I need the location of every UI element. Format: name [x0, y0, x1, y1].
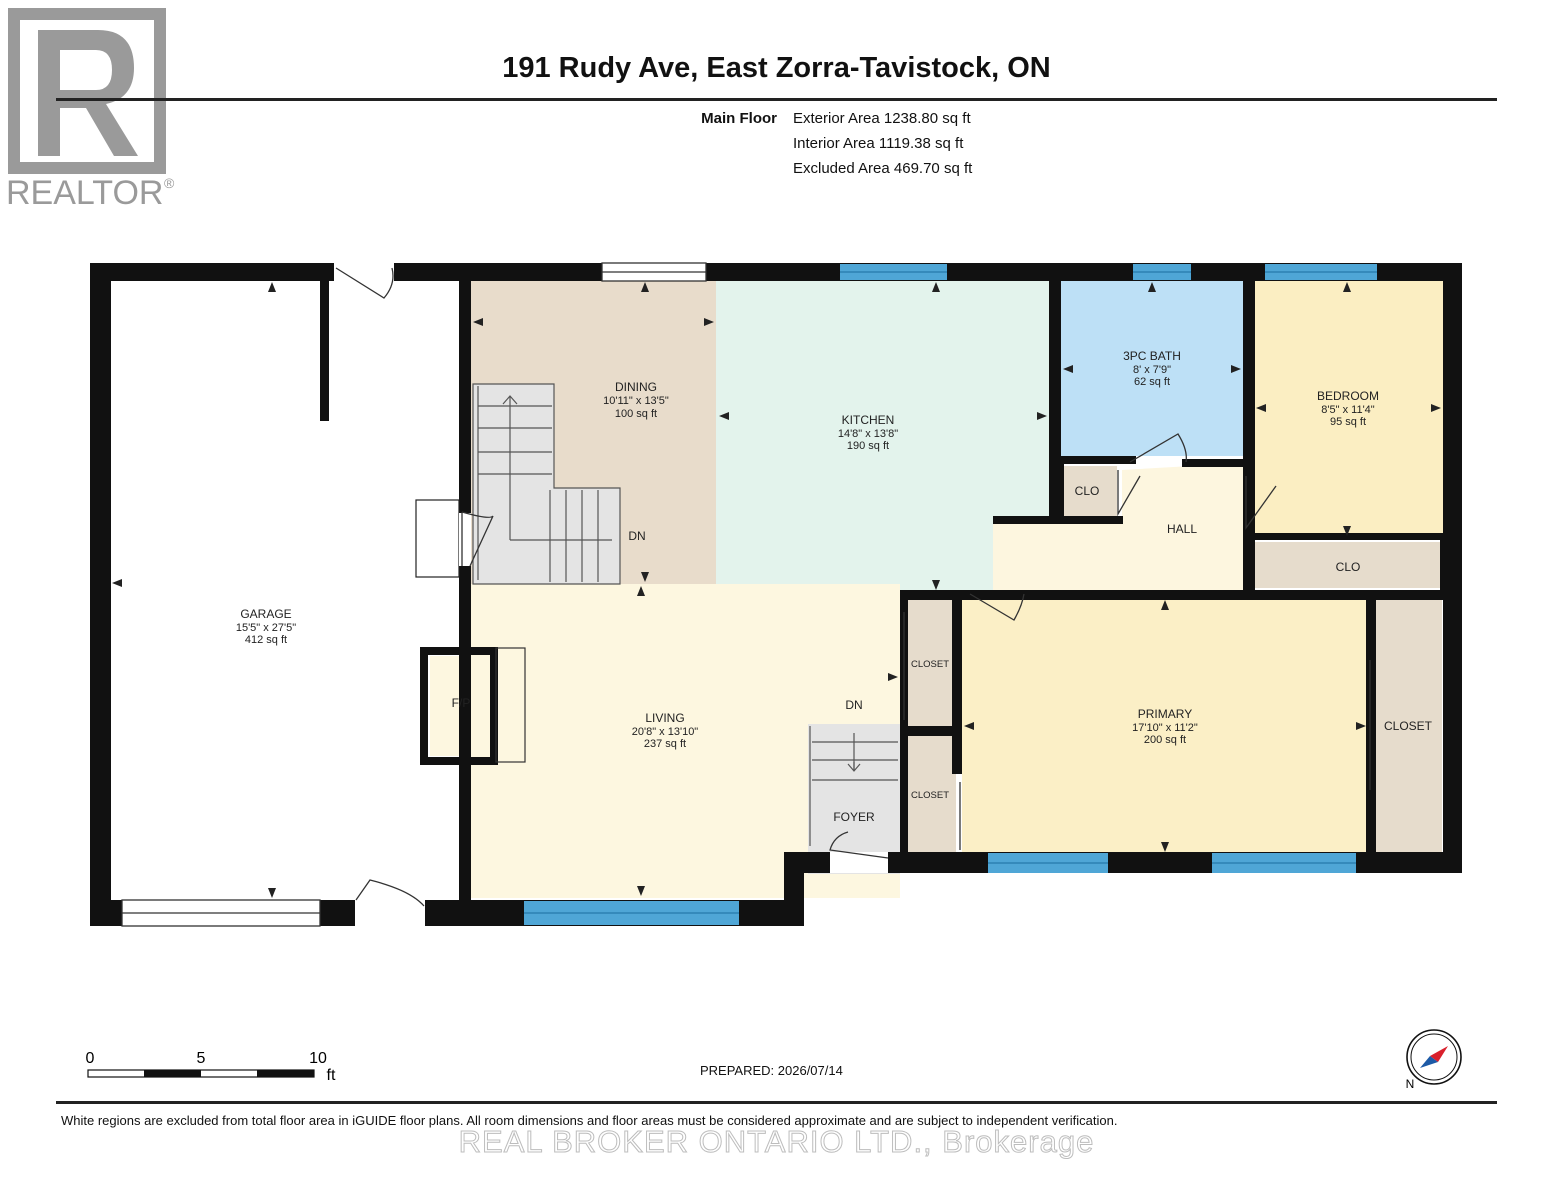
footer-divider [56, 1101, 1497, 1104]
clo-bedroom-label: CLO [1336, 560, 1361, 574]
bath-room [1061, 280, 1243, 456]
closet-primary [1374, 598, 1442, 854]
kitchen-area: 190 sq ft [847, 440, 889, 452]
scale-tick-0: 0 [86, 1050, 95, 1067]
excluded-area: Excluded Area 469.70 sq ft [793, 160, 973, 177]
stairs-down [809, 726, 898, 846]
page-title: 191 Rudy Ave, East Zorra-Tavistock, ON [502, 52, 1051, 84]
registered-mark: ® [164, 175, 175, 191]
dining-name: DINING [615, 380, 657, 394]
compass-icon: N [1406, 1029, 1462, 1091]
foyer-label: FOYER [833, 810, 875, 824]
compass-north-letter: N [1406, 1077, 1415, 1091]
primary-name: PRIMARY [1138, 707, 1192, 721]
kitchen-dims: 14'8" x 13'8" [838, 428, 898, 440]
header-divider [56, 98, 1497, 101]
garage-step [415, 499, 460, 578]
closet-lower [904, 736, 956, 854]
clo-hall [1061, 466, 1117, 516]
living-area: 237 sq ft [644, 738, 686, 750]
primary-room [962, 600, 1368, 854]
garage-area: 412 sq ft [245, 634, 287, 646]
dimension-markers [112, 282, 1441, 898]
kitchen-name: KITCHEN [842, 413, 895, 427]
hall-room [993, 463, 1243, 590]
garage-dims: 15'5" x 27'5" [236, 622, 296, 634]
scale-unit: ft [327, 1067, 336, 1084]
scale-bar: 0 5 10 ft [86, 1050, 336, 1084]
bath-area: 62 sq ft [1134, 376, 1170, 388]
door-swings [335, 267, 1371, 907]
fireplace-label: F/P [452, 696, 471, 710]
interior-area: Interior Area 1119.38 sq ft [793, 135, 964, 152]
fireplace [420, 647, 526, 765]
bath-name: 3PC BATH [1123, 349, 1181, 363]
closet-upper [904, 598, 956, 726]
bedroom-area: 95 sq ft [1330, 416, 1366, 428]
primary-dims: 17'10" x 11'2" [1132, 722, 1198, 734]
dn-lower-label: DN [845, 698, 862, 712]
bedroom-dims: 8'5" x 11'4" [1321, 404, 1374, 416]
doors [121, 262, 888, 927]
realtor-logo: REALTOR ® [6, 8, 175, 212]
floor-name: Main Floor [701, 110, 777, 127]
closet-upper-label: CLOSET [911, 659, 949, 670]
bath-dims: 8' x 7'9" [1133, 364, 1171, 376]
scale-tick-5: 5 [197, 1050, 206, 1067]
bedroom-name: BEDROOM [1317, 389, 1379, 403]
living-name: LIVING [645, 711, 684, 725]
dining-dims: 10'11" x 13'5" [603, 395, 669, 407]
dn-upper-label: DN [628, 529, 645, 543]
prepared-date: PREPARED: 2026/07/14 [700, 1063, 843, 1078]
closet-lower-label: CLOSET [911, 790, 949, 801]
clo-hall-label: CLO [1075, 484, 1100, 498]
clo-bedroom [1253, 542, 1443, 588]
exterior-area: Exterior Area 1238.80 sq ft [793, 110, 971, 127]
closet-primary-label: CLOSET [1384, 719, 1433, 733]
realtor-wordmark: REALTOR [6, 174, 163, 212]
window-frames [524, 271, 1377, 914]
bedroom-room [1253, 280, 1443, 538]
dining-area: 100 sq ft [615, 408, 657, 420]
garage-name: GARAGE [240, 607, 291, 621]
disclaimer: White regions are excluded from total fl… [61, 1113, 1118, 1128]
scale-tick-10: 10 [309, 1050, 327, 1067]
primary-area: 200 sq ft [1144, 734, 1186, 746]
brokerage-watermark: REAL BROKER ONTARIO LTD., Brokerage [458, 1124, 1095, 1160]
living-dims: 20'8" x 13'10" [632, 726, 699, 738]
hall-label: HALL [1167, 522, 1197, 536]
